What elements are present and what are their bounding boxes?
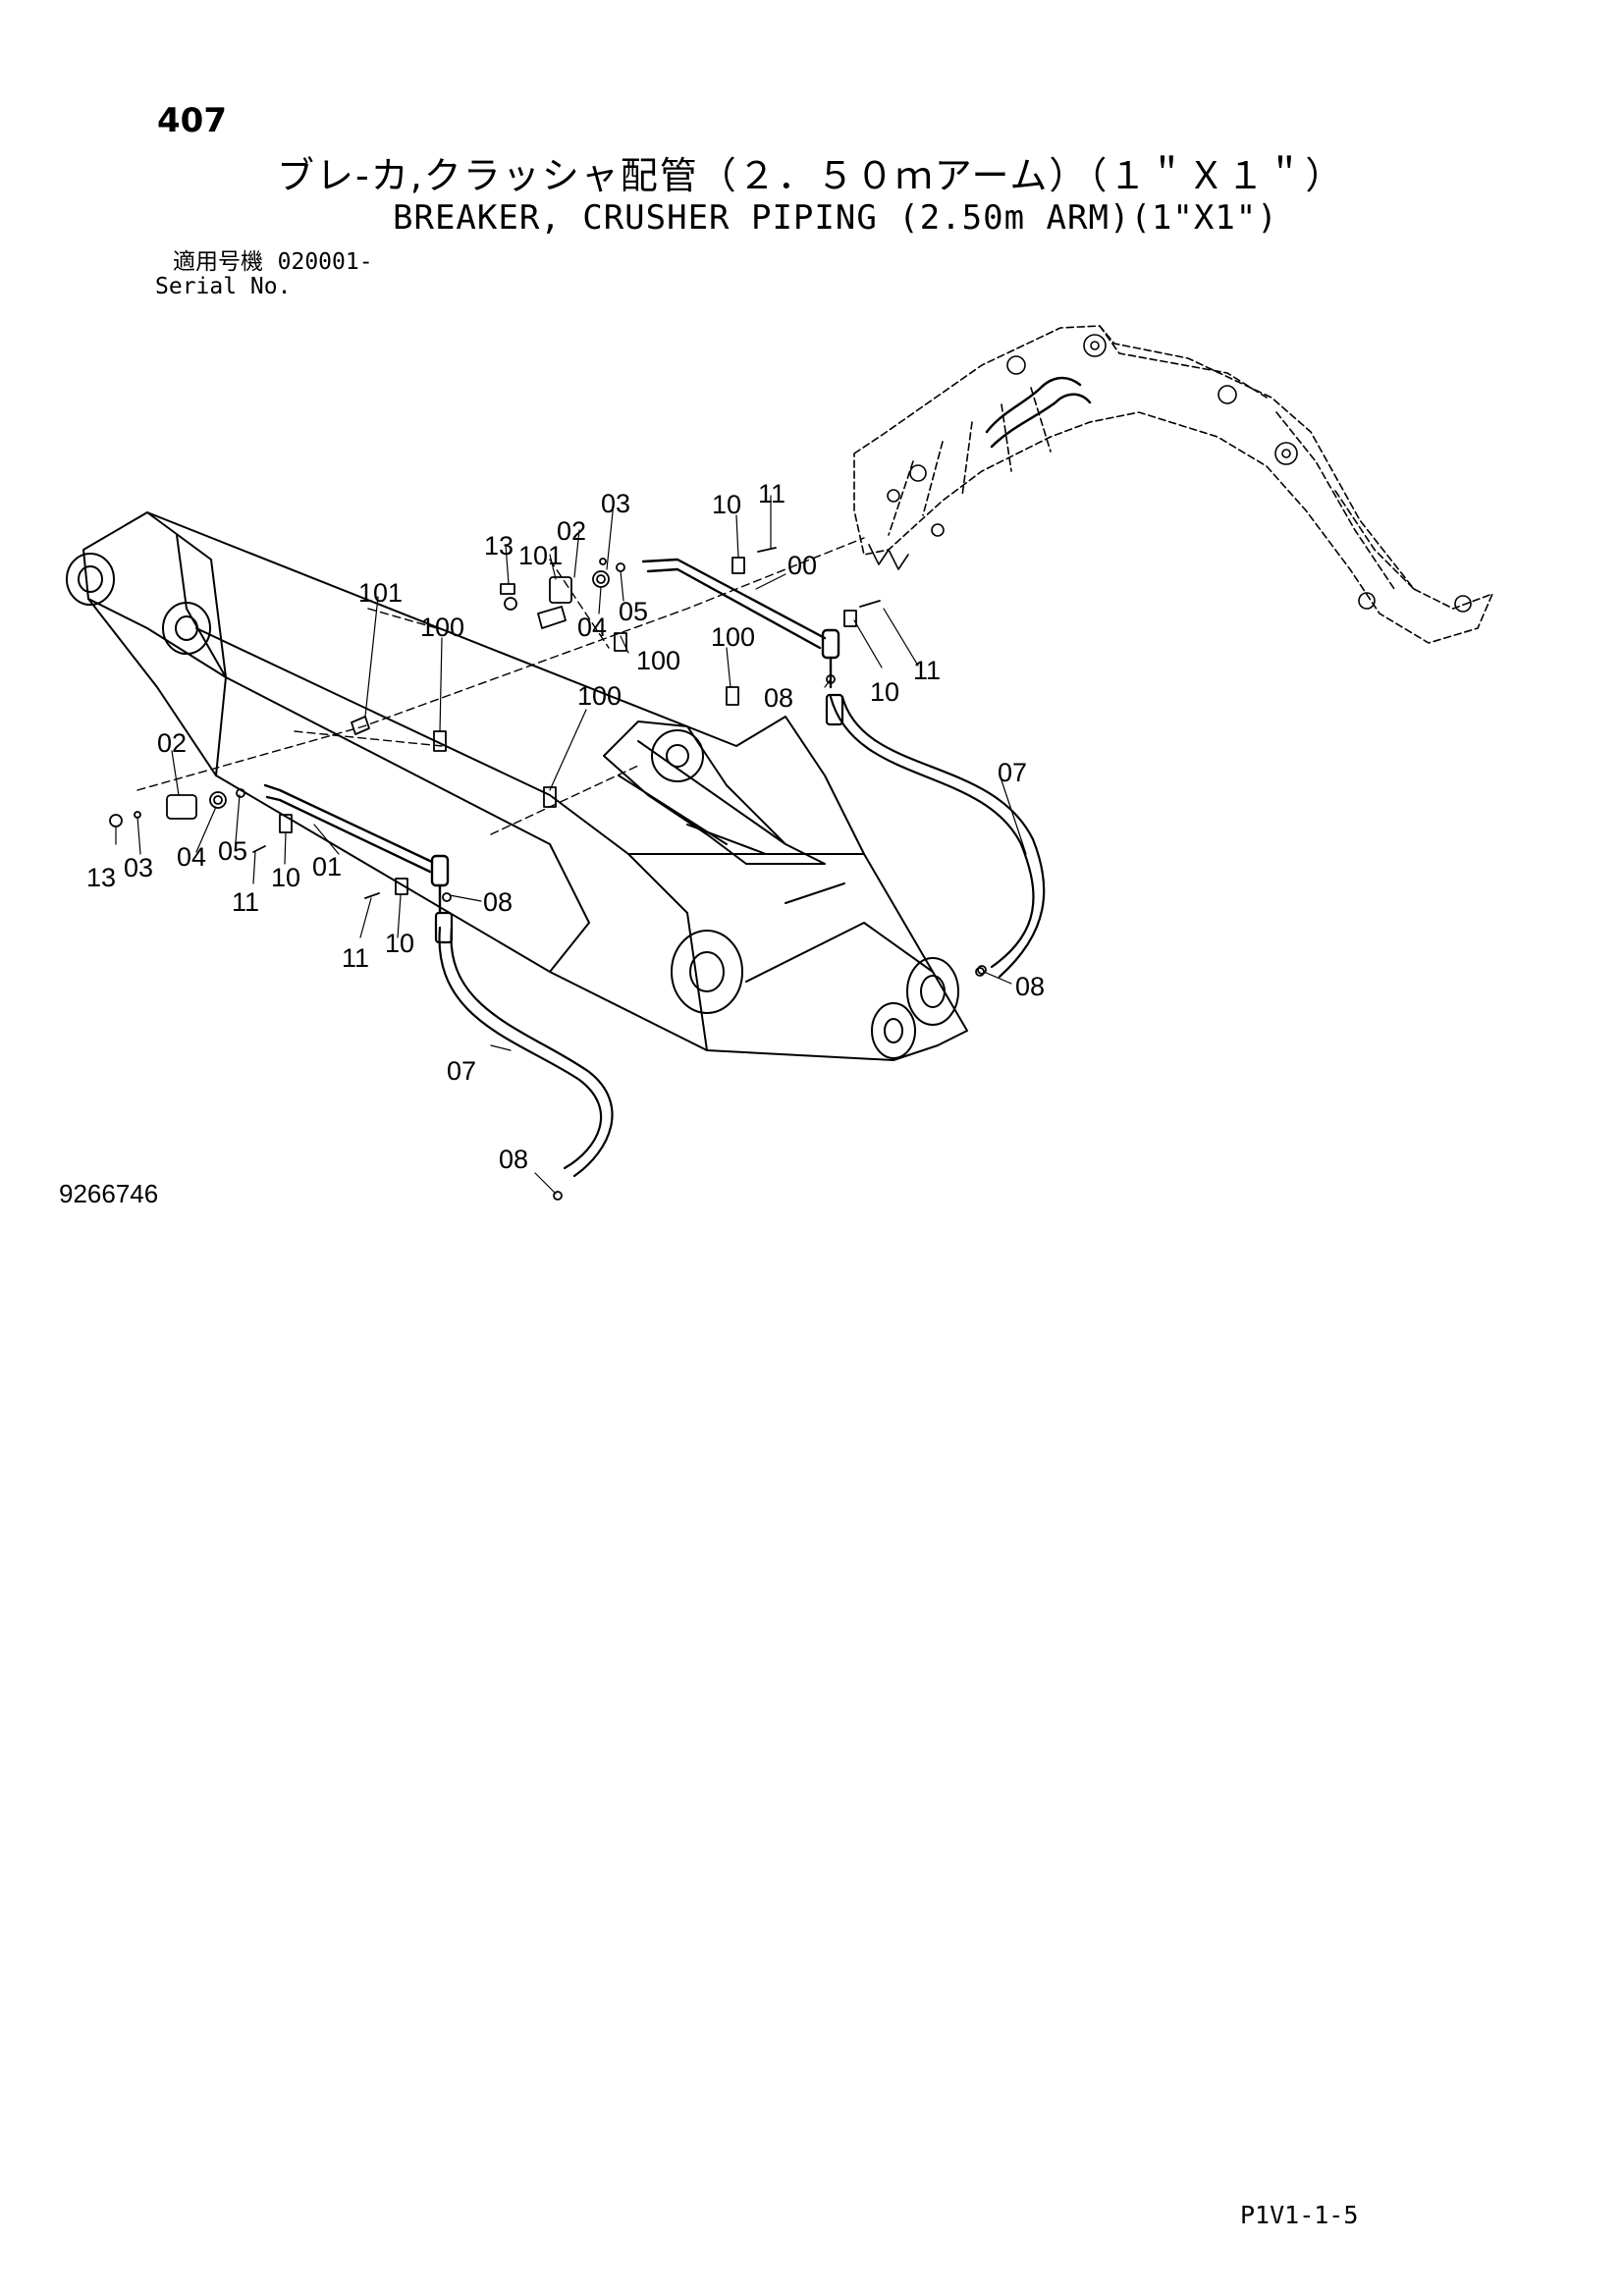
serial-from: 020001- (277, 249, 373, 275)
callout-label: 08 (1015, 972, 1045, 1001)
callout-label: 13 (484, 531, 514, 561)
inset-arm-hoses (985, 376, 1092, 449)
inset-front-attachment (853, 325, 1493, 644)
callout-label: 11 (913, 656, 941, 685)
callout-label: 11 (758, 479, 785, 508)
callout-label: 100 (636, 646, 680, 675)
clamp-reference-lines (136, 537, 865, 835)
callout-label: 02 (157, 728, 187, 758)
callout-label: 05 (619, 597, 648, 626)
callout-label: 04 (577, 613, 607, 642)
upper-pipe (641, 558, 840, 689)
callout-label: 01 (312, 852, 342, 881)
serial-label-jp: 適用号機 (173, 249, 263, 275)
callout-label: 101 (518, 541, 563, 570)
serial-applicability: 適用号機 020001- (173, 251, 373, 274)
callout-label: 10 (271, 863, 300, 892)
callout-label: 11 (342, 943, 369, 973)
callout-label: 100 (577, 681, 622, 711)
callout-label: 04 (177, 842, 206, 872)
callout-label: 05 (218, 836, 247, 866)
callout-label: 03 (124, 853, 153, 882)
callout-label: 00 (787, 551, 817, 580)
main-arm-body (82, 511, 968, 1061)
callout-label: 07 (447, 1056, 476, 1086)
callout-label: 13 (86, 863, 116, 892)
callout-label: 02 (557, 516, 586, 546)
callout-label: 11 (232, 887, 259, 917)
title-japanese: ブレ-カ,クラッシャ配管（２．５０ｍアーム）（１＂Ｘ１＂） (277, 154, 1345, 197)
callout-label: 100 (711, 622, 755, 652)
arm-pin-bosses (66, 553, 959, 1059)
leader-lines (115, 495, 1027, 1195)
callout-label: 10 (712, 490, 741, 519)
callout-label: 08 (483, 887, 513, 917)
lower-pipe (263, 783, 450, 915)
title-english: BREAKER, CRUSHER PIPING (2.50m ARM)(1"X1… (393, 198, 1278, 238)
callout-labels: 13 101 02 03 04 05 10 11 00 101 100 100 … (86, 479, 1045, 1174)
callout-label: 08 (499, 1145, 528, 1174)
arm-bracket (603, 721, 826, 865)
callout-label: 03 (601, 489, 630, 518)
callout-label: 10 (870, 677, 899, 707)
callout-label: 100 (420, 613, 464, 642)
callout-label: 07 (998, 758, 1027, 787)
serial-label-en: Serial No. (155, 274, 292, 299)
upper-hose (825, 693, 1046, 979)
page-number: 407 (157, 101, 227, 140)
lower-hose (434, 911, 614, 1178)
drawing-number: 9266746 (59, 1179, 159, 1208)
fittings-top (351, 547, 985, 977)
callout-label: 08 (764, 683, 793, 713)
callout-label: 101 (358, 578, 403, 608)
callout-label: 10 (385, 929, 414, 958)
page-code: P1V1-1-5 (1240, 2201, 1359, 2229)
